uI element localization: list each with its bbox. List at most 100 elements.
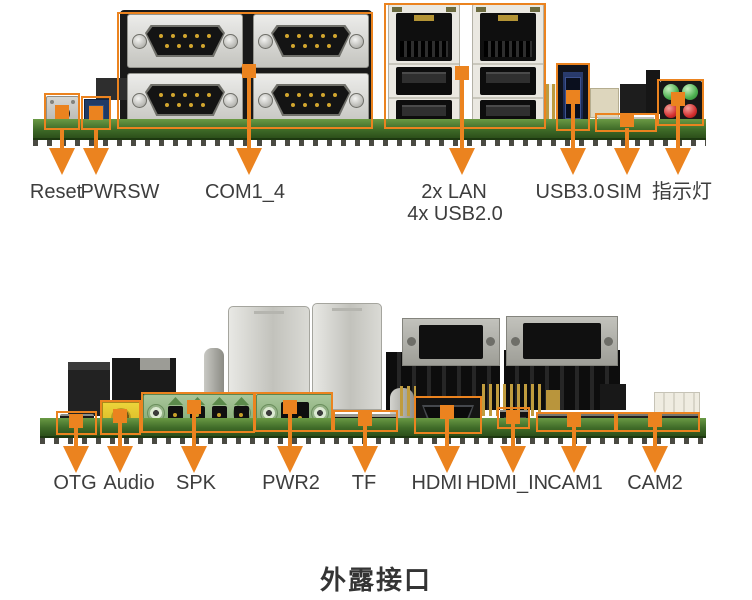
db9-shell: [145, 84, 225, 116]
lan-usb-tower: [388, 4, 460, 130]
usb2-port: [480, 67, 536, 95]
arrow-tail-sim: [625, 128, 629, 150]
terminal-pin: [239, 413, 243, 417]
label-pwr2: PWR2: [262, 472, 320, 494]
db9-com-port: [127, 14, 243, 68]
usb-tongue: [486, 105, 530, 116]
usb-tongue: [402, 72, 446, 83]
component-block: [546, 390, 560, 410]
label-otg: OTG: [53, 472, 97, 494]
label-lan: 2x LAN: [421, 181, 487, 203]
arrow-tail-usb3: [571, 104, 575, 150]
usb2-port: [396, 67, 452, 95]
callout-box-hdmi-in: [497, 407, 530, 429]
bottom-board-solder-pads: [40, 438, 706, 444]
hex-screw: [349, 93, 364, 108]
callout-square-audio: [113, 409, 127, 423]
arrow-tail-spk: [192, 414, 196, 446]
hex-screw: [258, 34, 273, 49]
arrow-tail-pwrsw: [94, 130, 98, 150]
terminal-pin: [217, 413, 221, 417]
arrow-tail-com: [247, 78, 251, 150]
rj45-ridges: [400, 41, 448, 57]
arrow-head-spk: [181, 446, 207, 473]
component-block: [620, 84, 649, 114]
arrow-head-cam2: [642, 446, 668, 473]
rj45-port: [480, 13, 536, 61]
arrow-head-sim: [614, 148, 640, 175]
pin-header: [546, 84, 557, 124]
db9-pins: [159, 34, 163, 38]
db9-pins: [285, 34, 289, 38]
arrow-head-reset: [49, 148, 75, 175]
module-core: [419, 325, 483, 359]
db9-inset: [147, 27, 223, 55]
db9-shell: [271, 25, 351, 57]
callout-square-led: [671, 92, 685, 106]
rj45-port: [396, 13, 452, 61]
dc-jack-body: [68, 362, 110, 416]
db9-inset: [273, 86, 349, 114]
rj45-tab: [414, 15, 434, 21]
callout-box-hdmi: [414, 396, 482, 434]
callout-square-spk: [187, 400, 201, 414]
top-board-pcb-edge: [33, 119, 706, 140]
arrow-head-hdmi: [434, 446, 460, 473]
callout-square-hdmi: [440, 405, 454, 419]
db9-com-port: [253, 14, 369, 68]
db9-shell: [145, 25, 225, 57]
top-board-solder-pads: [33, 140, 706, 146]
label-hdmi-in: HDMI_IN: [465, 472, 549, 494]
callout-box-com: [117, 12, 373, 129]
db9-com-port: [127, 73, 243, 127]
callout-square-reset: [55, 105, 69, 119]
lan-led-window: [392, 7, 402, 12]
green-led: [682, 84, 698, 100]
lan-usb-tower: [472, 4, 544, 130]
screw-dot: [50, 100, 54, 104]
arrow-head-led: [665, 148, 691, 175]
screw-dot: [407, 337, 416, 346]
capacitor-large: [312, 303, 382, 410]
arrow-tail-tf: [363, 426, 367, 446]
label-usb3: USB3.0: [535, 181, 605, 203]
callout-square-usb3: [566, 90, 580, 104]
label-cam2: CAM2: [627, 472, 683, 494]
hex-screw: [223, 34, 238, 49]
arrow-head-pwr2: [277, 446, 303, 473]
white-connector: [654, 392, 700, 414]
db9-inset: [273, 27, 349, 55]
callout-square-cam2: [648, 413, 662, 427]
label-com: COM1_4: [204, 181, 286, 203]
arrow-tail-otg: [74, 428, 78, 446]
metal-clip: [140, 358, 170, 370]
callout-box-pwrsw: [81, 96, 111, 130]
arrow-head-tf: [352, 446, 378, 473]
lan-led-window: [530, 7, 540, 12]
arrow-tail-led: [676, 106, 680, 150]
callout-box-lan-usb: [384, 3, 546, 129]
screw-dot: [486, 337, 495, 346]
module-bracket: [402, 318, 500, 366]
arrow-head-cam1: [561, 446, 587, 473]
label-led: 指示灯: [652, 181, 712, 203]
dc-jack-highlight: [68, 362, 110, 370]
arrow-tail-lan-usb: [460, 80, 464, 150]
db9-pins: [285, 93, 289, 97]
arrow-head-com: [236, 148, 262, 175]
callout-square-pwr2: [283, 400, 297, 414]
label-hdmi: HDMI: [411, 472, 463, 494]
label-sim: SIM: [606, 181, 642, 203]
red-led: [664, 104, 678, 118]
component-block: [96, 78, 134, 100]
hex-screw: [132, 34, 147, 49]
callout-box-otg: [56, 411, 97, 435]
callout-box-tf: [333, 410, 398, 432]
terminal-pin: [173, 413, 177, 417]
callout-square-sim: [620, 113, 634, 127]
db9-inset: [147, 86, 223, 114]
red-led: [683, 104, 697, 118]
capacitor-vent: [332, 308, 362, 311]
component-block: [646, 70, 660, 114]
